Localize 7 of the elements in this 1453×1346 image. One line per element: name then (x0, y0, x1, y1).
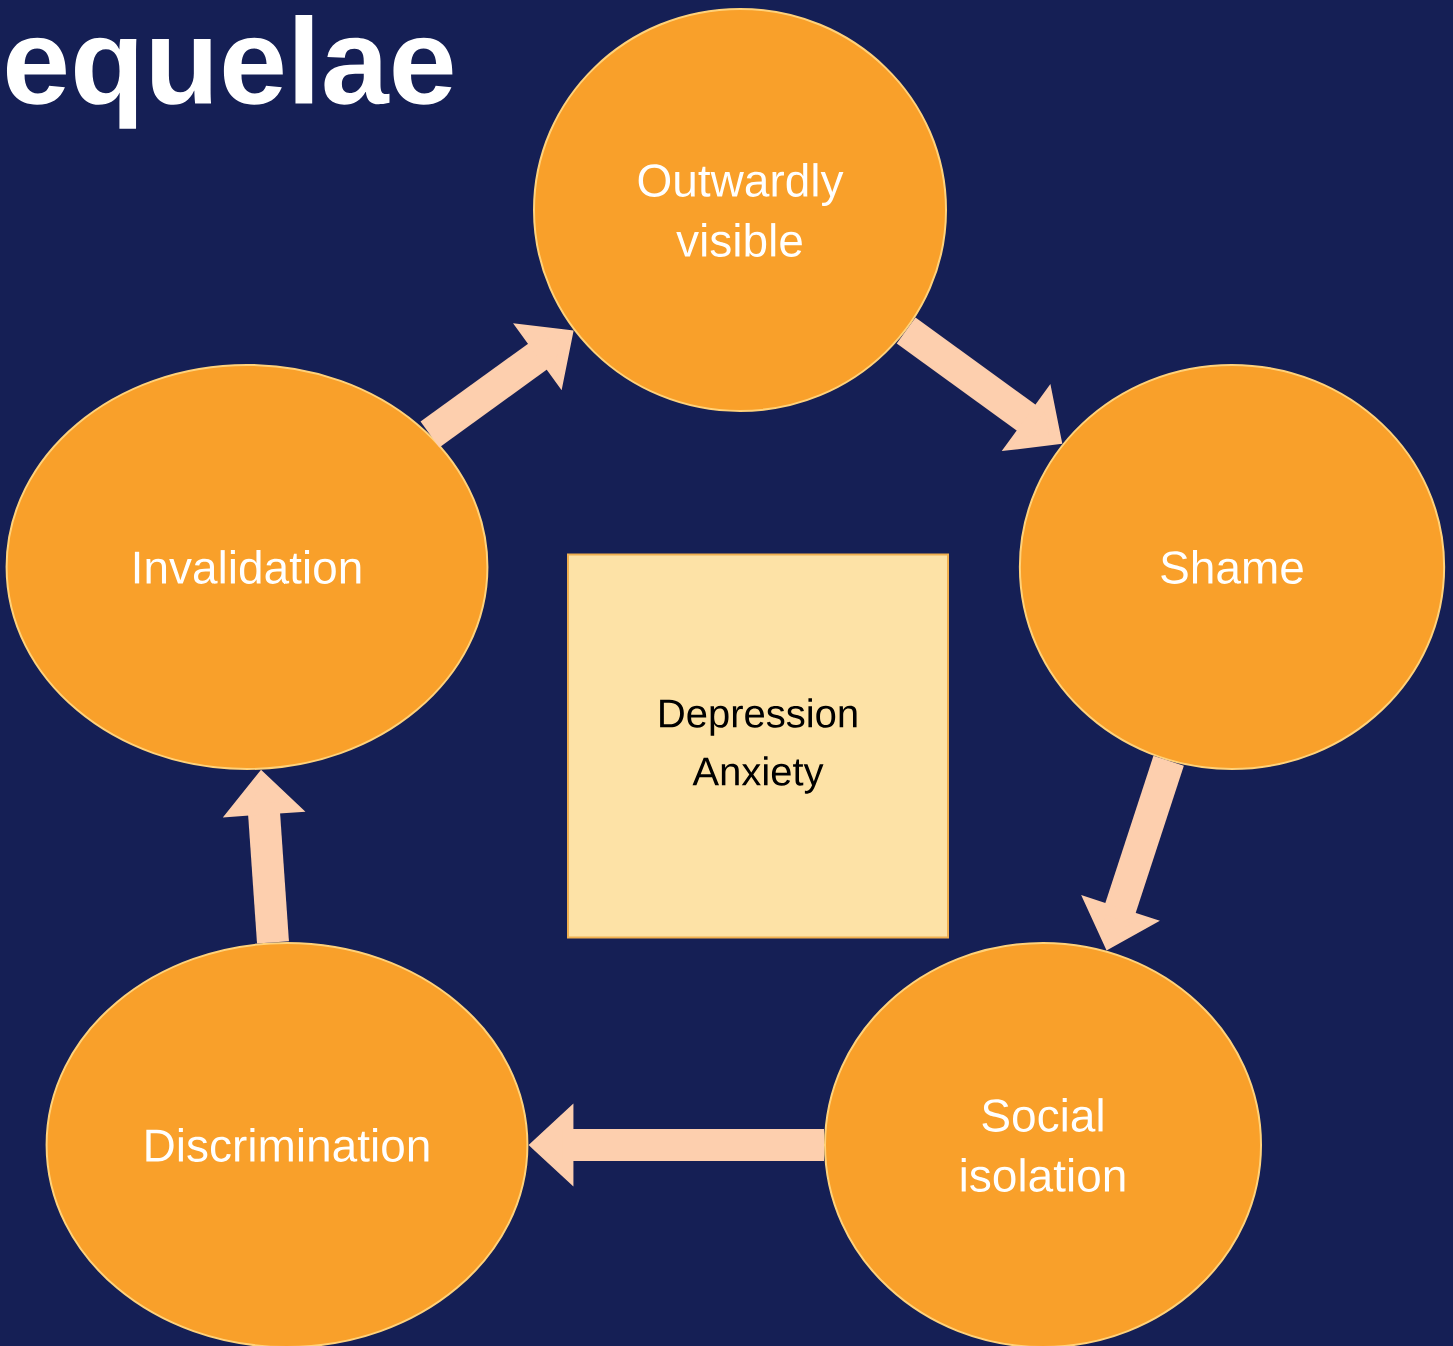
circle-node: Shame (1018, 364, 1446, 770)
circle-node: Outwardly visible (533, 8, 947, 412)
title: equelae (6, 15, 453, 129)
circle-node: Discrimination (45, 942, 529, 1346)
center-box: Depression Anxiety (567, 553, 949, 939)
circle-node: Invalidation (5, 364, 489, 770)
circle-node: Social isolation (824, 942, 1262, 1346)
